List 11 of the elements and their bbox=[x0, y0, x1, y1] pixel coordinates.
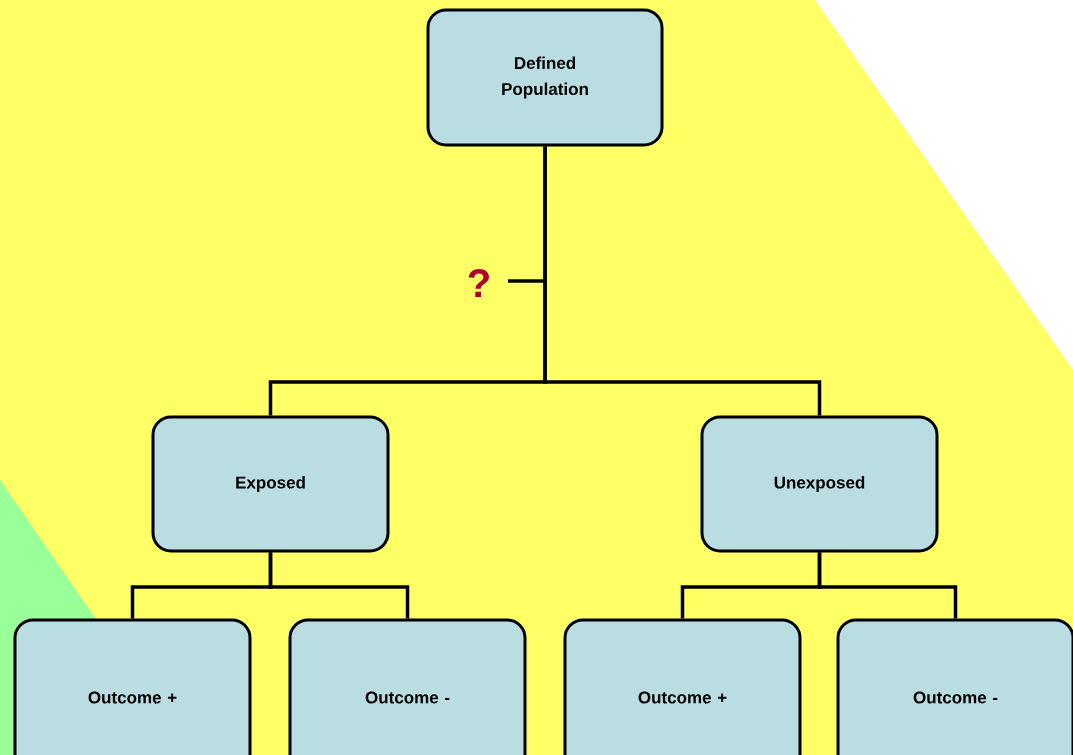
box: Outcome - bbox=[288, 618, 527, 755]
box: Exposed bbox=[151, 415, 390, 553]
box: Outcome + bbox=[563, 618, 802, 755]
box: Outcome - bbox=[836, 618, 1073, 755]
box: Defined Population bbox=[426, 8, 664, 147]
connector bbox=[817, 552, 958, 619]
box: Unexposed bbox=[700, 415, 939, 553]
box: Outcome + bbox=[13, 618, 252, 755]
connector bbox=[543, 146, 822, 416]
connector bbox=[268, 552, 410, 619]
question-mark: ? bbox=[468, 269, 489, 297]
